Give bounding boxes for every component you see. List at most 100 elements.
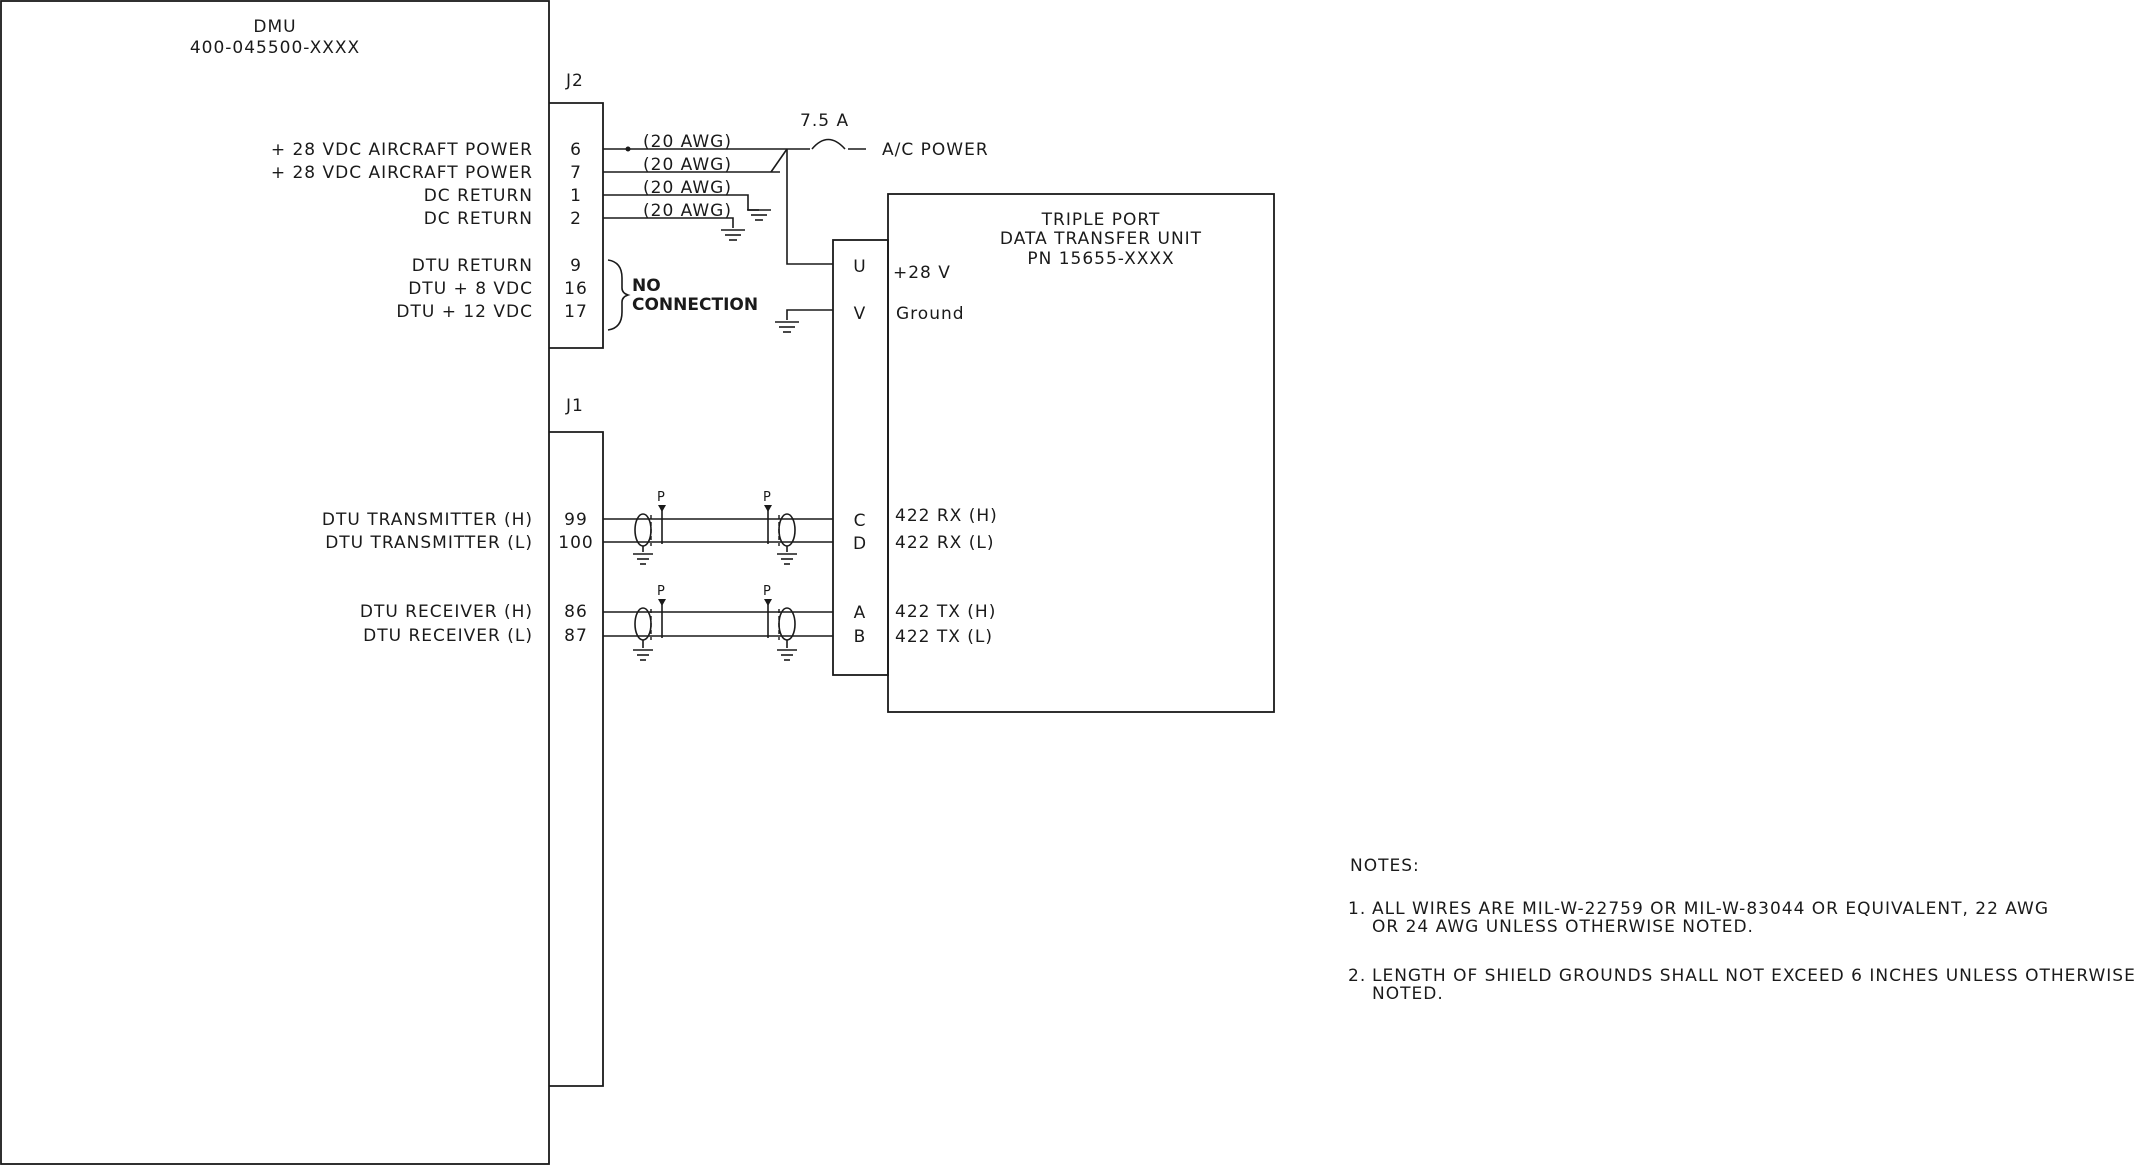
- j1-pin-number: 100: [558, 533, 593, 553]
- note-number: 1.: [1348, 899, 1366, 919]
- j1-signal-label: DTU TRANSMITTER (H): [322, 510, 533, 530]
- wire-gauge-label: (20 AWG): [643, 132, 732, 152]
- j2-pin-row: DTU RETURN 9: [412, 256, 582, 276]
- note-text: OR 24 AWG UNLESS OTHERWISE NOTED.: [1372, 917, 1754, 937]
- j1-box: [549, 431, 604, 1087]
- wire-to-dtu-v: [786, 309, 833, 320]
- j1-signal-label: DTU RECEIVER (H): [360, 602, 533, 622]
- j2-connector: J2 + 28 VDC AIRCRAFT POWER 6 + 28 VDC AI…: [271, 71, 758, 349]
- breaker-rating: 7.5 A: [800, 111, 849, 131]
- shield-marker: P: [763, 490, 772, 505]
- j1-signal-label: DTU TRANSMITTER (L): [325, 533, 533, 553]
- j2-pin-row: DTU + 12 VDC 17: [396, 302, 588, 322]
- j2-pin-number: 16: [564, 279, 588, 299]
- circuit-breaker-symbol: [811, 138, 846, 150]
- j2-pin-number: 6: [570, 140, 582, 160]
- notes-heading: NOTES:: [1350, 856, 1420, 876]
- j2-signal-label: DTU + 8 VDC: [408, 279, 533, 299]
- notes-block: NOTES: 1. ALL WIRES ARE MIL-W-22759 OR M…: [1348, 856, 2136, 1004]
- ground-symbol: [747, 209, 771, 221]
- power-wiring: (20 AWG) (20 AWG) 7.5 A A/C POWER (20 AW…: [603, 111, 989, 333]
- j2-signal-label: + 28 VDC AIRCRAFT POWER: [271, 140, 533, 160]
- dmu-unit: DMU 400-045500-XXXX: [0, 0, 550, 1165]
- dtu-signal-label: 422 TX (L): [895, 627, 993, 647]
- ground-symbol: [775, 321, 799, 333]
- splice-dot: [625, 146, 631, 152]
- dtu-box: [887, 193, 1275, 713]
- dmu-part-number: 400-045500-XXXX: [190, 38, 360, 58]
- wire-gauge-label: (20 AWG): [643, 178, 732, 198]
- dtu-title: PN 15655-XXXX: [1027, 249, 1174, 269]
- dtu-signal-label: 422 TX (H): [895, 602, 996, 622]
- arrow-icon: [764, 599, 772, 606]
- j1-connector: J1 DTU TRANSMITTER (H) 99 DTU TRANSMITTE…: [322, 396, 604, 1087]
- ac-power-label: A/C POWER: [882, 140, 989, 160]
- shielded-pair-rx: P P: [603, 584, 833, 661]
- wire-gauge-label: (20 AWG): [643, 201, 732, 221]
- ground-symbol: [633, 649, 653, 661]
- j2-pin-row: + 28 VDC AIRCRAFT POWER 7: [271, 163, 582, 183]
- j2-signal-label: DC RETURN: [424, 209, 533, 229]
- shield-marker: P: [657, 490, 666, 505]
- ground-symbol: [777, 649, 797, 661]
- dtu-pin-letter: D: [853, 534, 867, 554]
- wire-join: [770, 148, 788, 173]
- j1-pin-number: 87: [564, 626, 588, 646]
- dtu-signal-label: +28 V: [893, 263, 951, 283]
- no-connection-brace: [607, 259, 631, 331]
- j1-pin-row: DTU RECEIVER (H) 86: [360, 602, 588, 622]
- j2-signal-label: + 28 VDC AIRCRAFT POWER: [271, 163, 533, 183]
- dtu-pin-letter: V: [854, 304, 867, 324]
- j2-pin-number: 17: [564, 302, 588, 322]
- wire-to-dtu-u: [786, 149, 833, 265]
- j2-pin-number: 7: [570, 163, 582, 183]
- j1-pin-number: 86: [564, 602, 588, 622]
- shielded-pair-tx: P P: [603, 490, 833, 565]
- wire-pin-2: [603, 217, 734, 228]
- dtu-pin-letter: C: [854, 511, 867, 531]
- dtu-title: DATA TRANSFER UNIT: [1000, 229, 1202, 249]
- j1-label: J1: [565, 396, 584, 416]
- wire-pin-1: [603, 194, 749, 210]
- j2-box: [549, 102, 604, 349]
- j2-signal-label: DTU RETURN: [412, 256, 533, 276]
- j2-label: J2: [565, 71, 584, 91]
- j2-pin-row: DC RETURN 1: [424, 186, 582, 206]
- dtu-pin-letter: B: [854, 627, 867, 647]
- dmu-name: DMU: [253, 17, 296, 37]
- j1-pin-number: 99: [564, 510, 588, 530]
- dtu-title: TRIPLE PORT: [1041, 210, 1161, 230]
- j2-pin-number: 1: [570, 186, 582, 206]
- dtu-unit: TRIPLE PORT DATA TRANSFER UNIT PN 15655-…: [887, 193, 1275, 713]
- note-text: LENGTH OF SHIELD GROUNDS SHALL NOT EXCEE…: [1372, 966, 2136, 986]
- dtu-connector: U V C D A B: [832, 239, 889, 676]
- j2-pin-row: DTU + 8 VDC 16: [408, 279, 588, 299]
- j1-pin-row: DTU RECEIVER (L) 87: [363, 626, 588, 646]
- j2-pin-row: + 28 VDC AIRCRAFT POWER 6: [271, 140, 582, 160]
- ground-symbol: [721, 229, 745, 241]
- dtu-pin-letter: A: [854, 603, 867, 623]
- j2-pin-number: 2: [570, 209, 582, 229]
- ground-symbol: [633, 553, 653, 565]
- no-connection-label: NO: [632, 276, 661, 296]
- ground-symbol: [777, 553, 797, 565]
- j1-pin-row: DTU TRANSMITTER (L) 100: [325, 533, 593, 553]
- j2-signal-label: DC RETURN: [424, 186, 533, 206]
- dtu-signal-label: Ground: [896, 304, 965, 324]
- dtu-signal-label: 422 RX (L): [895, 533, 994, 553]
- j1-pin-row: DTU TRANSMITTER (H) 99: [322, 510, 588, 530]
- j2-pin-row: DC RETURN 2: [424, 209, 582, 229]
- shield-marker: P: [657, 584, 666, 599]
- dtu-pin-letter: U: [853, 257, 866, 277]
- shield-marker: P: [763, 584, 772, 599]
- arrow-icon: [658, 599, 666, 606]
- j2-pin-number: 9: [570, 256, 582, 276]
- j1-signal-label: DTU RECEIVER (L): [363, 626, 533, 646]
- wire-gauge-label: (20 AWG): [643, 155, 732, 175]
- j2-signal-label: DTU + 12 VDC: [396, 302, 533, 322]
- dmu-box: [0, 0, 550, 1165]
- arrow-icon: [658, 505, 666, 512]
- note-number: 2.: [1348, 966, 1366, 986]
- arrow-icon: [764, 505, 772, 512]
